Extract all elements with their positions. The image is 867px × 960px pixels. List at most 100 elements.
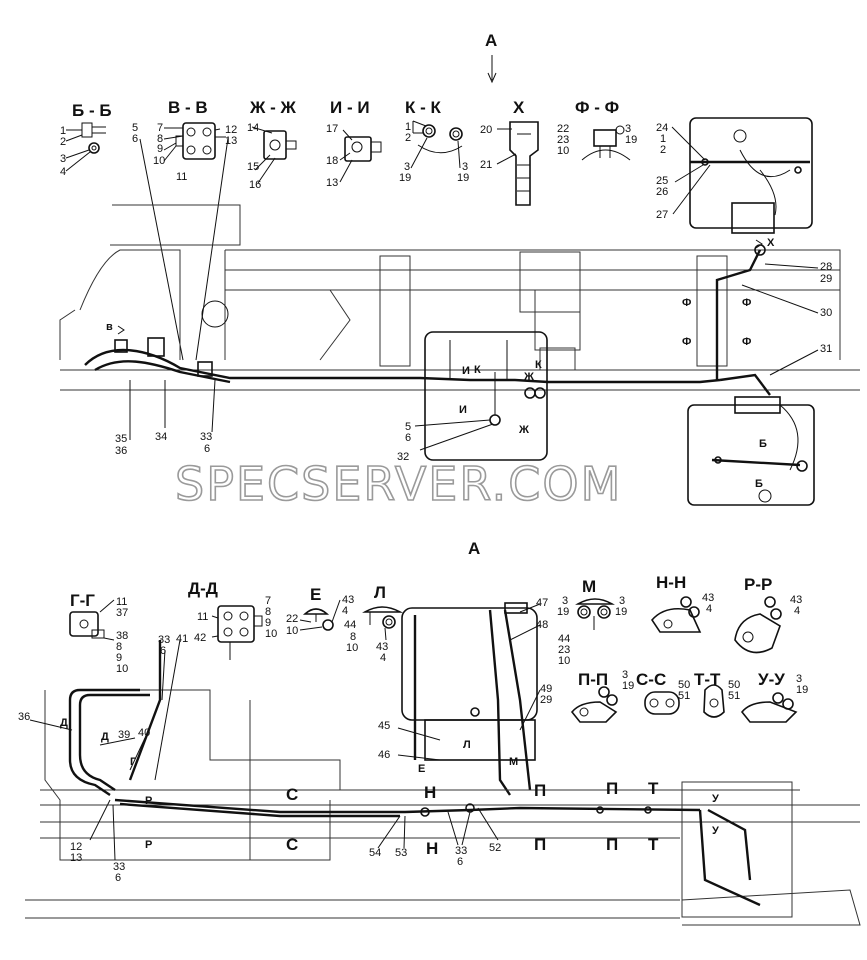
- fuel-lines-bottom: 36 39 40 33 6 41 12 13 33 6 54 53 33 6 5…: [18, 633, 761, 907]
- svg-text:3: 3: [622, 669, 628, 681]
- section-titles-top: Б - Б В - В Ж - Ж И - И К - К Х Ф - Ф: [72, 98, 619, 120]
- svg-text:3: 3: [619, 595, 625, 607]
- svg-text:54: 54: [369, 847, 381, 859]
- svg-text:У: У: [712, 825, 719, 837]
- svg-text:10: 10: [116, 663, 128, 675]
- svg-text:47: 47: [536, 597, 548, 609]
- svg-text:36: 36: [115, 445, 127, 457]
- svg-text:3: 3: [462, 161, 468, 173]
- view-arrow-a: А: [485, 31, 497, 84]
- svg-text:К: К: [474, 364, 481, 376]
- detail-nn: 43 4: [650, 592, 714, 633]
- svg-text:20: 20: [480, 124, 492, 136]
- svg-text:2: 2: [60, 136, 66, 148]
- detail-rr: 43 4: [734, 594, 802, 654]
- svg-text:К: К: [535, 359, 542, 371]
- svg-text:11: 11: [197, 611, 208, 623]
- svg-text:15: 15: [247, 161, 259, 173]
- svg-text:25: 25: [656, 175, 668, 187]
- svg-text:У-У: У-У: [758, 670, 785, 689]
- svg-text:13: 13: [70, 852, 82, 864]
- svg-text:43: 43: [342, 594, 354, 606]
- svg-text:А: А: [485, 31, 497, 50]
- svg-text:53: 53: [395, 847, 407, 859]
- svg-text:19: 19: [622, 680, 634, 692]
- svg-text:Ж: Ж: [518, 424, 529, 436]
- section-bb-title: Б - Б: [72, 101, 112, 120]
- tank-middle: 5 6 32 И К К Ж И Ж: [397, 331, 548, 463]
- svg-text:Д-Д: Д-Д: [188, 579, 218, 598]
- svg-text:3: 3: [562, 595, 568, 607]
- svg-text:33: 33: [113, 861, 125, 873]
- svg-text:Е: Е: [310, 585, 321, 604]
- svg-text:29: 29: [540, 694, 552, 706]
- svg-text:Н: Н: [426, 839, 438, 858]
- detail-pp: 3 19: [570, 669, 634, 723]
- section-ff-title: Ф - Ф: [575, 98, 619, 117]
- svg-text:11: 11: [176, 171, 187, 183]
- svg-text:33: 33: [455, 845, 467, 857]
- svg-text:П-П: П-П: [578, 670, 608, 689]
- svg-text:2: 2: [660, 144, 666, 156]
- svg-text:35: 35: [115, 433, 127, 445]
- svg-text:52: 52: [489, 842, 501, 854]
- detail-vv: 7 8 9 10 11 12 13 5 6: [132, 122, 237, 361]
- svg-text:26: 26: [656, 186, 668, 198]
- svg-text:10: 10: [557, 145, 569, 157]
- svg-text:П: П: [534, 781, 546, 800]
- section-zhzh-title: Ж - Ж: [249, 98, 296, 117]
- svg-text:Ж: Ж: [523, 371, 534, 383]
- svg-text:44: 44: [344, 619, 356, 631]
- svg-text:Г: Г: [130, 756, 137, 768]
- svg-text:Б: Б: [759, 438, 767, 450]
- svg-text:6: 6: [132, 133, 138, 145]
- svg-text:31: 31: [820, 343, 832, 355]
- svg-text:И: И: [462, 365, 470, 377]
- svg-text:Т: Т: [648, 835, 659, 854]
- svg-text:30: 30: [820, 307, 832, 319]
- svg-text:7: 7: [157, 122, 163, 134]
- svg-text:6: 6: [204, 443, 210, 455]
- svg-text:1: 1: [60, 125, 66, 137]
- section-kk-title: К - К: [405, 98, 441, 117]
- svg-text:10: 10: [558, 655, 570, 667]
- svg-text:23: 23: [558, 644, 570, 656]
- svg-text:9: 9: [265, 617, 271, 629]
- svg-text:6: 6: [115, 872, 121, 884]
- tank-top-right: 24 1 2 25 26 27 Х: [656, 117, 813, 249]
- svg-text:3: 3: [404, 161, 410, 173]
- svg-text:3: 3: [625, 123, 631, 135]
- svg-text:13: 13: [225, 135, 237, 147]
- tank-bottom-right-top-view: Б Б: [687, 396, 815, 506]
- svg-text:13: 13: [326, 177, 338, 189]
- svg-text:33: 33: [200, 431, 212, 443]
- svg-text:М: М: [509, 756, 518, 768]
- svg-text:19: 19: [557, 606, 569, 618]
- svg-text:С-С: С-С: [636, 670, 666, 689]
- section-marks-bottom: Д Д Г Р Р С С Н Н П П П П Т Т У У: [60, 717, 719, 858]
- bottom-view-title: А: [468, 539, 480, 558]
- detail-x: 20 21: [480, 121, 539, 206]
- svg-text:50: 50: [728, 679, 740, 691]
- section-x-title: Х: [513, 98, 525, 117]
- svg-text:28: 28: [820, 261, 832, 273]
- svg-text:29: 29: [820, 273, 832, 285]
- svg-text:У: У: [712, 793, 719, 805]
- svg-text:50: 50: [678, 679, 690, 691]
- svg-text:4: 4: [794, 605, 800, 617]
- detail-ff: 22 23 10 3 19: [557, 123, 637, 161]
- detail-uu: 3 19: [740, 673, 808, 723]
- svg-text:40: 40: [138, 727, 150, 739]
- svg-text:4: 4: [342, 605, 348, 617]
- svg-text:34: 34: [155, 431, 167, 443]
- svg-text:48: 48: [536, 619, 548, 631]
- svg-text:43: 43: [790, 594, 802, 606]
- svg-text:4: 4: [60, 166, 66, 178]
- detail-bb: 1 2 3 4: [60, 122, 106, 178]
- svg-text:19: 19: [457, 172, 469, 184]
- svg-text:4: 4: [706, 603, 712, 615]
- svg-text:Р: Р: [145, 839, 152, 851]
- svg-text:С: С: [286, 785, 298, 804]
- svg-text:27: 27: [656, 209, 668, 221]
- section-ii-title: И - И: [330, 98, 370, 117]
